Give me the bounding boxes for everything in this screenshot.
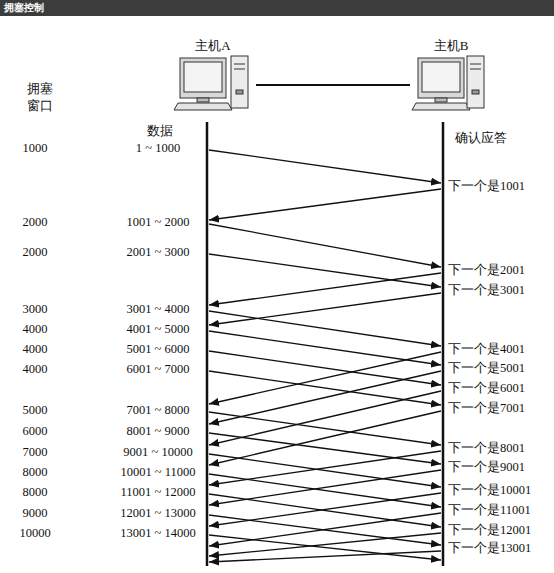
ack-message: 下一个是11001 xyxy=(448,503,531,518)
timeline xyxy=(442,122,445,566)
data-range: 7001 ~ 8000 xyxy=(126,403,189,418)
host-label: 主机A xyxy=(170,38,256,54)
ack-message: 下一个是9001 xyxy=(448,460,525,475)
window-size: 2000 xyxy=(23,215,48,230)
ack-message: 下一个是4001 xyxy=(448,342,525,357)
title-bar xyxy=(0,0,554,16)
window-size: 8000 xyxy=(23,465,48,480)
data-range: 1001 ~ 2000 xyxy=(126,215,189,230)
computer-icon xyxy=(412,56,484,110)
ack-message: 下一个是5001 xyxy=(448,361,525,376)
window-title: 拥塞控制 xyxy=(4,1,44,15)
window-size: 1000 xyxy=(23,141,48,156)
ack-arrows xyxy=(209,189,441,562)
data-range: 8001 ~ 9000 xyxy=(126,424,189,439)
data-range: 9001 ~ 10000 xyxy=(123,445,192,460)
data-range: 12001 ~ 13000 xyxy=(120,506,196,521)
ack-message: 下一个是12001 xyxy=(448,523,531,538)
column-heading: 确认应答 xyxy=(455,131,507,146)
window-size: 4000 xyxy=(23,362,48,377)
window-size: 7000 xyxy=(23,445,48,460)
data-range: 10001 ~ 11000 xyxy=(120,465,195,480)
data-range: 1 ~ 1000 xyxy=(136,141,180,156)
network-cable xyxy=(256,84,410,86)
computer-icon xyxy=(174,56,248,110)
ack-message: 下一个是8001 xyxy=(448,441,525,456)
data-range: 3001 ~ 4000 xyxy=(126,302,189,317)
ack-message: 下一个是2001 xyxy=(448,263,525,278)
data-range: 13001 ~ 14000 xyxy=(120,526,196,541)
data-range: 4001 ~ 5000 xyxy=(126,322,189,337)
data-range: 5001 ~ 6000 xyxy=(126,342,189,357)
ack-message: 下一个是10001 xyxy=(448,483,531,498)
window-size: 2000 xyxy=(23,245,48,260)
column-heading: 拥塞 窗口 xyxy=(26,80,55,114)
timeline xyxy=(206,122,209,566)
window-size: 9000 xyxy=(23,506,48,521)
ack-message: 下一个是7001 xyxy=(448,401,525,416)
ack-message: 下一个是6001 xyxy=(448,381,525,396)
data-arrows xyxy=(209,150,441,560)
window-size: 5000 xyxy=(23,403,48,418)
data-range: 6001 ~ 7000 xyxy=(126,362,189,377)
ack-message: 下一个是1001 xyxy=(448,179,525,194)
column-heading: 数据 xyxy=(147,124,173,139)
window-size: 6000 xyxy=(23,424,48,439)
window-size: 4000 xyxy=(23,342,48,357)
window-size: 10000 xyxy=(19,526,50,541)
host-computer: 主机B xyxy=(410,38,492,118)
data-range: 11001 ~ 12000 xyxy=(120,485,195,500)
ack-message: 下一个是13001 xyxy=(448,541,531,556)
host-label: 主机B xyxy=(410,38,492,54)
host-computer: 主机A xyxy=(170,38,256,118)
window-size: 3000 xyxy=(23,302,48,317)
data-range: 2001 ~ 3000 xyxy=(126,245,189,260)
ack-message: 下一个是3001 xyxy=(448,283,525,298)
window-size: 4000 xyxy=(23,322,48,337)
window-size: 8000 xyxy=(23,485,48,500)
